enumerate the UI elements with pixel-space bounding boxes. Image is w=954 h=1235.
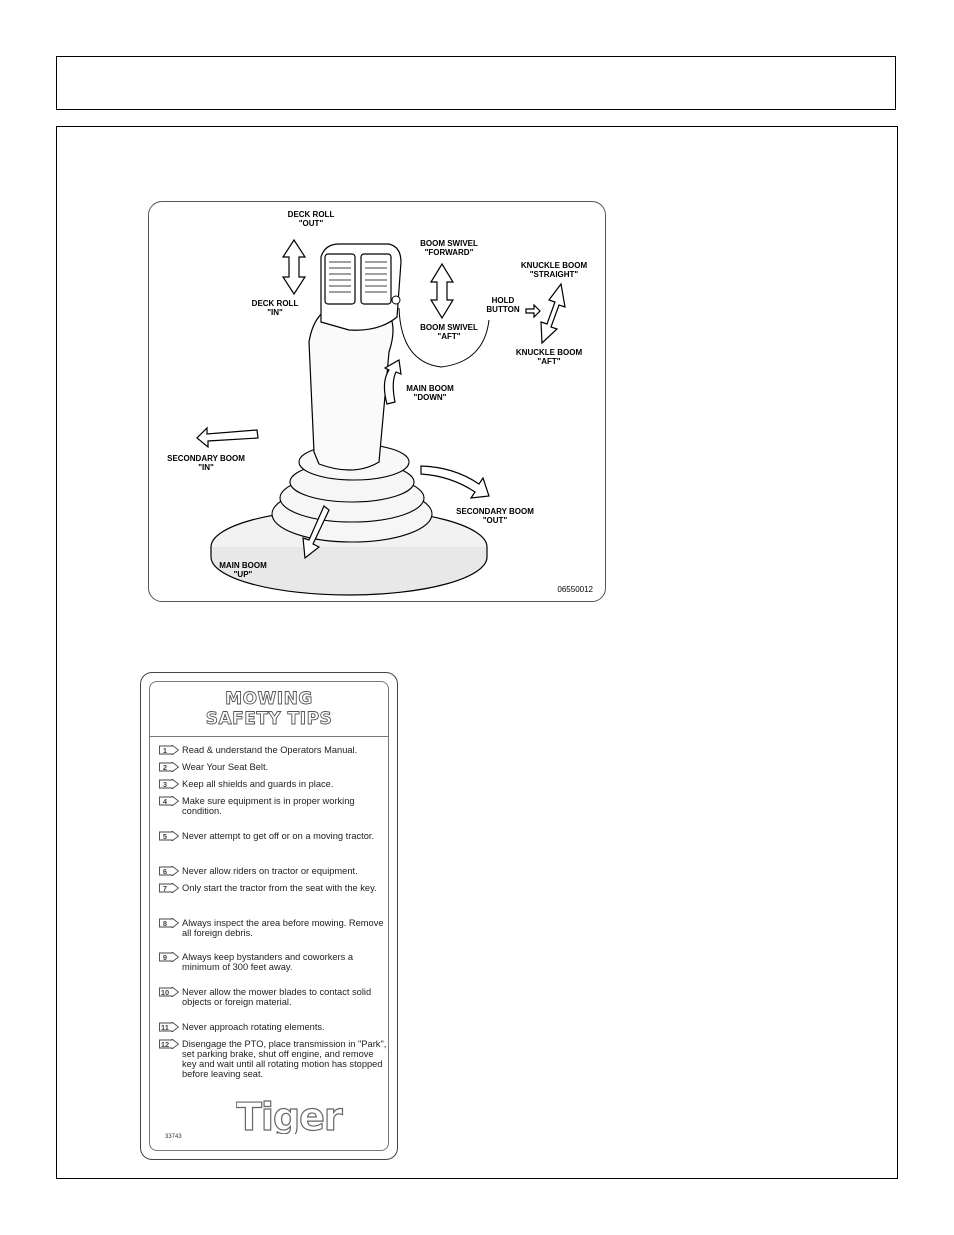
tip-number-arrow-icon: 9 xyxy=(159,951,180,963)
svg-text:5: 5 xyxy=(163,832,167,841)
tip-text: Disengage the PTO, place transmission in… xyxy=(182,1039,387,1079)
label-deck-roll-out: DECK ROLL"OUT" xyxy=(287,210,335,228)
label-knuckle-boom-straight: KNUCKLE BOOM"STRAIGHT" xyxy=(520,261,588,279)
svg-text:2: 2 xyxy=(163,763,167,772)
tip-number-arrow-icon: 3 xyxy=(159,778,180,790)
label-main-boom-down: MAIN BOOM"DOWN" xyxy=(406,384,454,402)
decal-inner-border xyxy=(149,681,389,1151)
tip-number-arrow-icon: 11 xyxy=(159,1021,180,1033)
tip-text: Keep all shields and guards in place. xyxy=(182,779,334,789)
tip-number-arrow-icon: 12 xyxy=(159,1038,180,1050)
label-boom-swivel-forward: BOOM SWIVEL"FORWARD" xyxy=(420,239,478,257)
tip-number-arrow-icon: 10 xyxy=(159,986,180,998)
tip-text: Never allow riders on tractor or equipme… xyxy=(182,866,358,876)
label-secondary-boom-out: SECONDARY BOOM"OUT" xyxy=(456,507,534,525)
tip-text: Never approach rotating elements. xyxy=(182,1022,325,1032)
tip-text: Wear Your Seat Belt. xyxy=(182,762,269,772)
page-header-box xyxy=(56,56,896,110)
figure-part-number: 06550012 xyxy=(557,585,593,594)
content-box xyxy=(56,126,898,1179)
tip-number-arrow-icon: 1 xyxy=(159,744,180,756)
svg-text:11: 11 xyxy=(161,1023,169,1032)
tip-number-arrow-icon: 8 xyxy=(159,917,180,929)
tip-number-arrow-icon: 4 xyxy=(159,795,180,807)
tiger-logo: Tiger xyxy=(235,1094,376,1139)
svg-text:3: 3 xyxy=(163,780,167,789)
tip-number-arrow-icon: 2 xyxy=(159,761,180,773)
joystick-diagram: DECK ROLL"OUT" DECK ROLL"IN" BOOM SWIVEL… xyxy=(148,201,606,602)
svg-text:12: 12 xyxy=(161,1040,169,1049)
label-secondary-boom-in: SECONDARY BOOM"IN" xyxy=(167,454,245,472)
tip-number-arrow-icon: 6 xyxy=(159,865,180,877)
label-main-boom-up: MAIN BOOM"UP" xyxy=(219,561,267,579)
decal-number: 33743 xyxy=(165,1134,182,1140)
tip-text: Always inspect the area before mowing. R… xyxy=(182,918,384,938)
svg-text:1: 1 xyxy=(163,746,167,755)
tip-number-arrow-icon: 5 xyxy=(159,830,180,842)
joystick-illustration xyxy=(196,238,566,596)
label-boom-swivel-aft: BOOM SWIVEL"AFT" xyxy=(420,323,478,341)
tip-text: Only start the tractor from the seat wit… xyxy=(182,883,377,893)
svg-text:9: 9 xyxy=(163,953,167,962)
svg-text:10: 10 xyxy=(161,988,169,997)
tip-text: Always keep bystanders and coworkers a m… xyxy=(182,952,354,972)
decal-title: MOWING SAFETY TIPS xyxy=(205,689,333,730)
decal-divider xyxy=(149,736,389,737)
label-knuckle-boom-aft: KNUCKLE BOOM"AFT" xyxy=(515,348,583,366)
svg-text:8: 8 xyxy=(163,919,167,928)
tip-text: Never allow the mower blades to contact … xyxy=(182,987,372,1007)
svg-text:4: 4 xyxy=(163,797,168,806)
tip-number-arrow-icon: 7 xyxy=(159,882,180,894)
tip-text: Make sure equipment is in proper working… xyxy=(182,796,355,816)
tip-text: Read & understand the Operators Manual. xyxy=(182,745,358,755)
tip-text: Never attempt to get off or on a moving … xyxy=(182,831,375,841)
label-deck-roll-in: DECK ROLL"IN" xyxy=(251,299,299,317)
logo-text: Tiger xyxy=(236,1098,343,1134)
svg-text:6: 6 xyxy=(163,867,167,876)
svg-text:7: 7 xyxy=(163,884,167,893)
mowing-safety-decal: MOWING SAFETY TIPS 1 Read & understand th… xyxy=(140,672,398,1160)
